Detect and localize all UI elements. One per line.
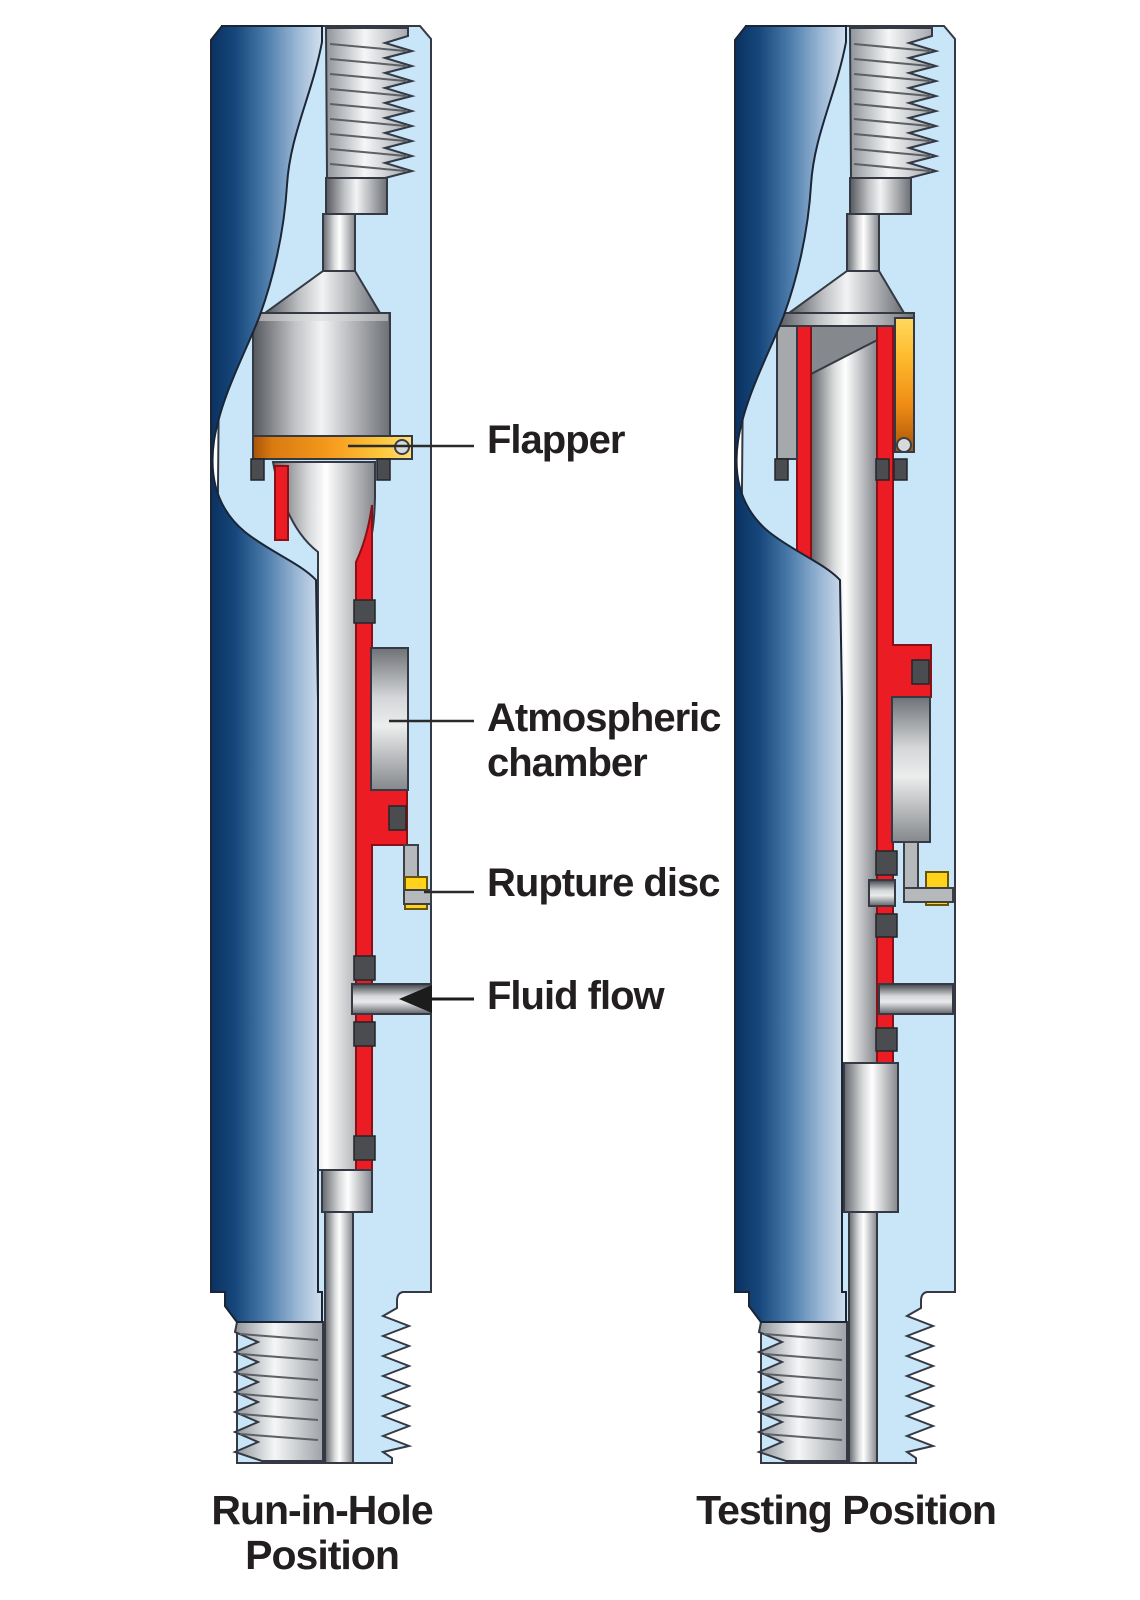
flapper-closed [252,435,413,460]
flapper-open [894,317,915,453]
flapper-tab-right [376,458,391,481]
flapper-tab-right [893,458,908,481]
label-atmospheric-line1: Atmospheric [487,696,721,740]
flapper-tab-mid [875,458,890,481]
seal-bore-red-left [274,465,289,541]
fluid-flow-arrow-icon [399,985,432,1013]
port-stub [868,879,896,907]
flapper-cage-shell [776,325,798,460]
label-atmospheric-line2: chamber [487,741,647,785]
flapper-tab-left [774,458,789,481]
rupture-disc-pipe-vertical [903,841,919,895]
seal-stack [875,659,930,1052]
caption-run-in-hole-line2: Position [245,1532,399,1578]
flapper-hinge-pin [896,437,912,453]
atmospheric-chamber [891,696,931,843]
tool-run-in-hole [210,25,432,1464]
flapper-tab-left [250,458,265,481]
caption-run-in-hole-line1: Run-in-Hole [211,1487,432,1533]
atmospheric-chamber [370,647,409,791]
flapper-housing [252,312,391,437]
label-rupture-disc: Rupture disc [487,861,720,905]
caption-testing-position: Testing Position [696,1487,996,1533]
bottom-sub-shoulder [843,1062,899,1213]
fluid-flow-port-open [878,983,954,1015]
bottom-sub-shoulder [321,1169,373,1213]
seal-bore-red-left [796,325,812,561]
housing-top-highlight [255,314,388,321]
rupture-disc-pipe-horizontal [403,889,432,905]
label-fluid-flow: Fluid flow [487,974,666,1018]
annotations: Flapper Atmospheric chamber Rupture disc… [211,418,997,1578]
label-flapper: Flapper [487,418,625,462]
flapper-cage-ring [776,312,915,327]
rupture-disc-pipe-horizontal [903,887,954,903]
tool-testing [734,25,956,1464]
seal-stack [353,599,407,1161]
